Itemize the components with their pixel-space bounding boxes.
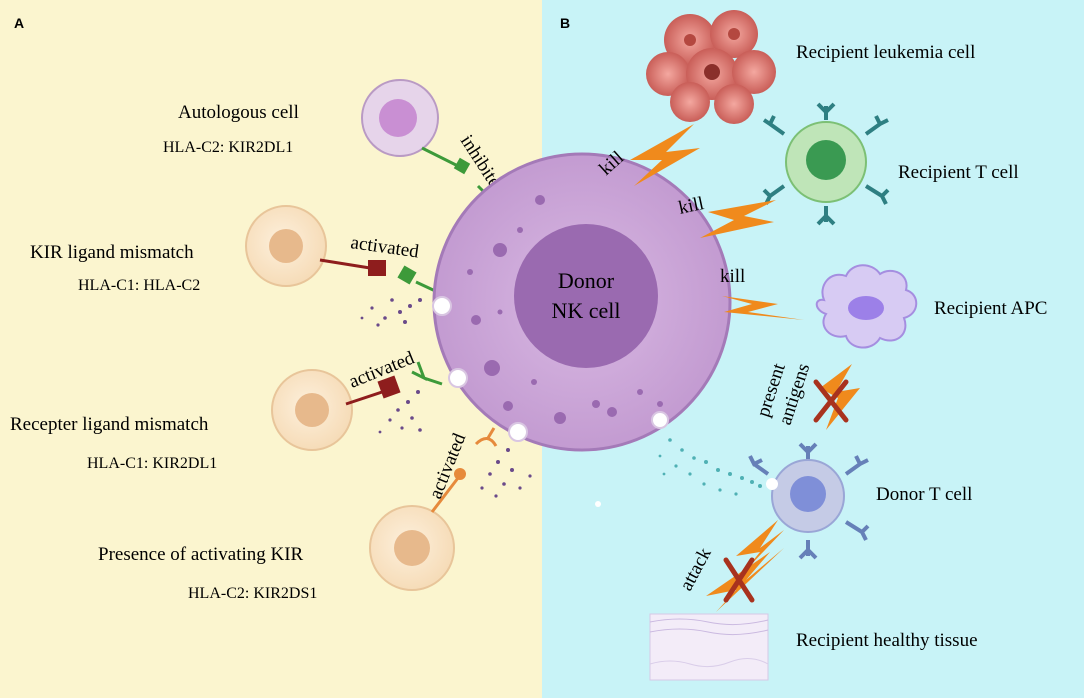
- leukemia-cell-cluster: [646, 10, 776, 124]
- activating-kir-cell: [369, 427, 498, 591]
- panel-a-label: A: [14, 15, 24, 31]
- nk-cell-label-1: Donor: [558, 268, 615, 293]
- kill-label-3: kill: [720, 266, 745, 287]
- apc-label: Recipient APC: [934, 298, 1047, 319]
- attack-bolt-2: [736, 520, 784, 572]
- healthy-tissue: [649, 613, 769, 681]
- t-cell-label: Recipient T cell: [898, 162, 1019, 183]
- granule-spray-right: [595, 438, 778, 507]
- present-bolt: [820, 364, 860, 430]
- kill-bolt-2: [700, 200, 776, 238]
- receptor-mismatch-pair: HLA-C1: KIR2DL1: [87, 455, 217, 472]
- activating-kir-title: Presence of activating KIR: [98, 544, 304, 565]
- receptor-mismatch-title: Recepter ligand mismatch: [10, 414, 209, 435]
- tissue-label: Recipient healthy tissue: [796, 630, 978, 651]
- recipient-t-cell: [762, 102, 890, 226]
- donor-nk-cell: [432, 152, 732, 452]
- autologous-title: Autologous cell: [178, 102, 299, 123]
- kill-bolt-1: [630, 124, 700, 186]
- kir-mismatch-cell: [245, 205, 447, 298]
- granule-spray-left: [360, 298, 532, 498]
- block-crosses: [723, 379, 849, 603]
- leukemia-label: Recipient leukemia cell: [796, 42, 975, 63]
- panel-b-label: B: [560, 15, 570, 31]
- attack-bolt-1: [706, 548, 784, 612]
- kill-bolts: [630, 124, 860, 612]
- activating-kir-pair: HLA-C2: KIR2DS1: [188, 585, 317, 602]
- nk-cell-label-2: NK cell: [551, 298, 620, 323]
- kir-mismatch-title: KIR ligand mismatch: [30, 242, 194, 263]
- kill-bolt-3: [722, 296, 804, 320]
- autologous-pair: HLA-C2: KIR2DL1: [163, 139, 293, 156]
- kill-label-2: kill: [677, 193, 706, 219]
- donor-t-cell: [748, 442, 870, 560]
- recipient-apc: [815, 264, 918, 349]
- receptor-mismatch-cell: [271, 361, 443, 451]
- kir-mismatch-pair: HLA-C1: HLA-C2: [78, 277, 200, 294]
- donor-t-cell-label: Donor T cell: [876, 484, 972, 505]
